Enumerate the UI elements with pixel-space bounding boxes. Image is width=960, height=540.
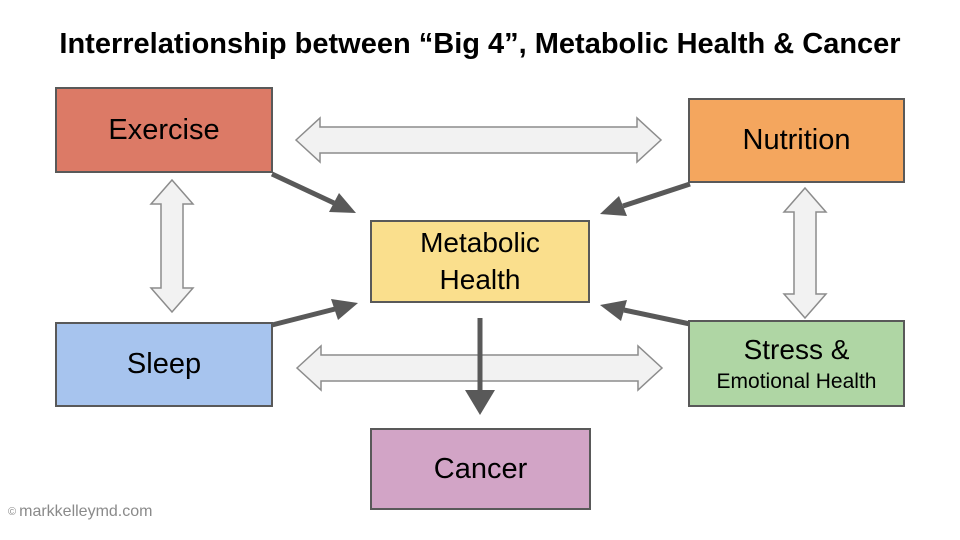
node-stress-emotional-health: Stress & Emotional Health [688, 320, 905, 407]
node-metabolic-health: Metabolic Health [370, 220, 590, 303]
node-cancer: Cancer [370, 428, 591, 510]
node-stress-label-line1: Stress & [743, 333, 850, 365]
watermark: © markkelleymd.com [8, 503, 152, 521]
node-metabolic-health-label-line2: Health [439, 263, 521, 295]
node-nutrition-label: Nutrition [742, 124, 851, 157]
double-arrow-exercise-nutrition [294, 116, 663, 164]
arrow-metabolic-to-cancer [465, 318, 495, 415]
arrow-nutrition-to-metabolic [600, 181, 691, 216]
watermark-text: markkelleymd.com [19, 503, 153, 520]
node-sleep-label: Sleep [126, 348, 202, 381]
arrow-stress-to-metabolic [600, 300, 691, 327]
copyright-icon: © [8, 506, 17, 518]
arrow-sleep-to-metabolic [271, 299, 358, 328]
node-cancer-label: Cancer [433, 452, 528, 485]
node-nutrition: Nutrition [688, 98, 905, 183]
node-exercise: Exercise [55, 87, 273, 173]
double-arrow-nutrition-stress [782, 186, 828, 320]
node-exercise-label: Exercise [108, 113, 220, 146]
diagram-title: Interrelationship between “Big 4”, Metab… [59, 28, 901, 60]
node-stress-label-line2: Emotional Health [716, 369, 877, 393]
double-arrow-exercise-sleep [149, 178, 195, 314]
node-metabolic-health-label-line1: Metabolic [420, 226, 540, 258]
node-sleep: Sleep [55, 322, 273, 407]
arrow-exercise-to-metabolic [270, 171, 356, 213]
